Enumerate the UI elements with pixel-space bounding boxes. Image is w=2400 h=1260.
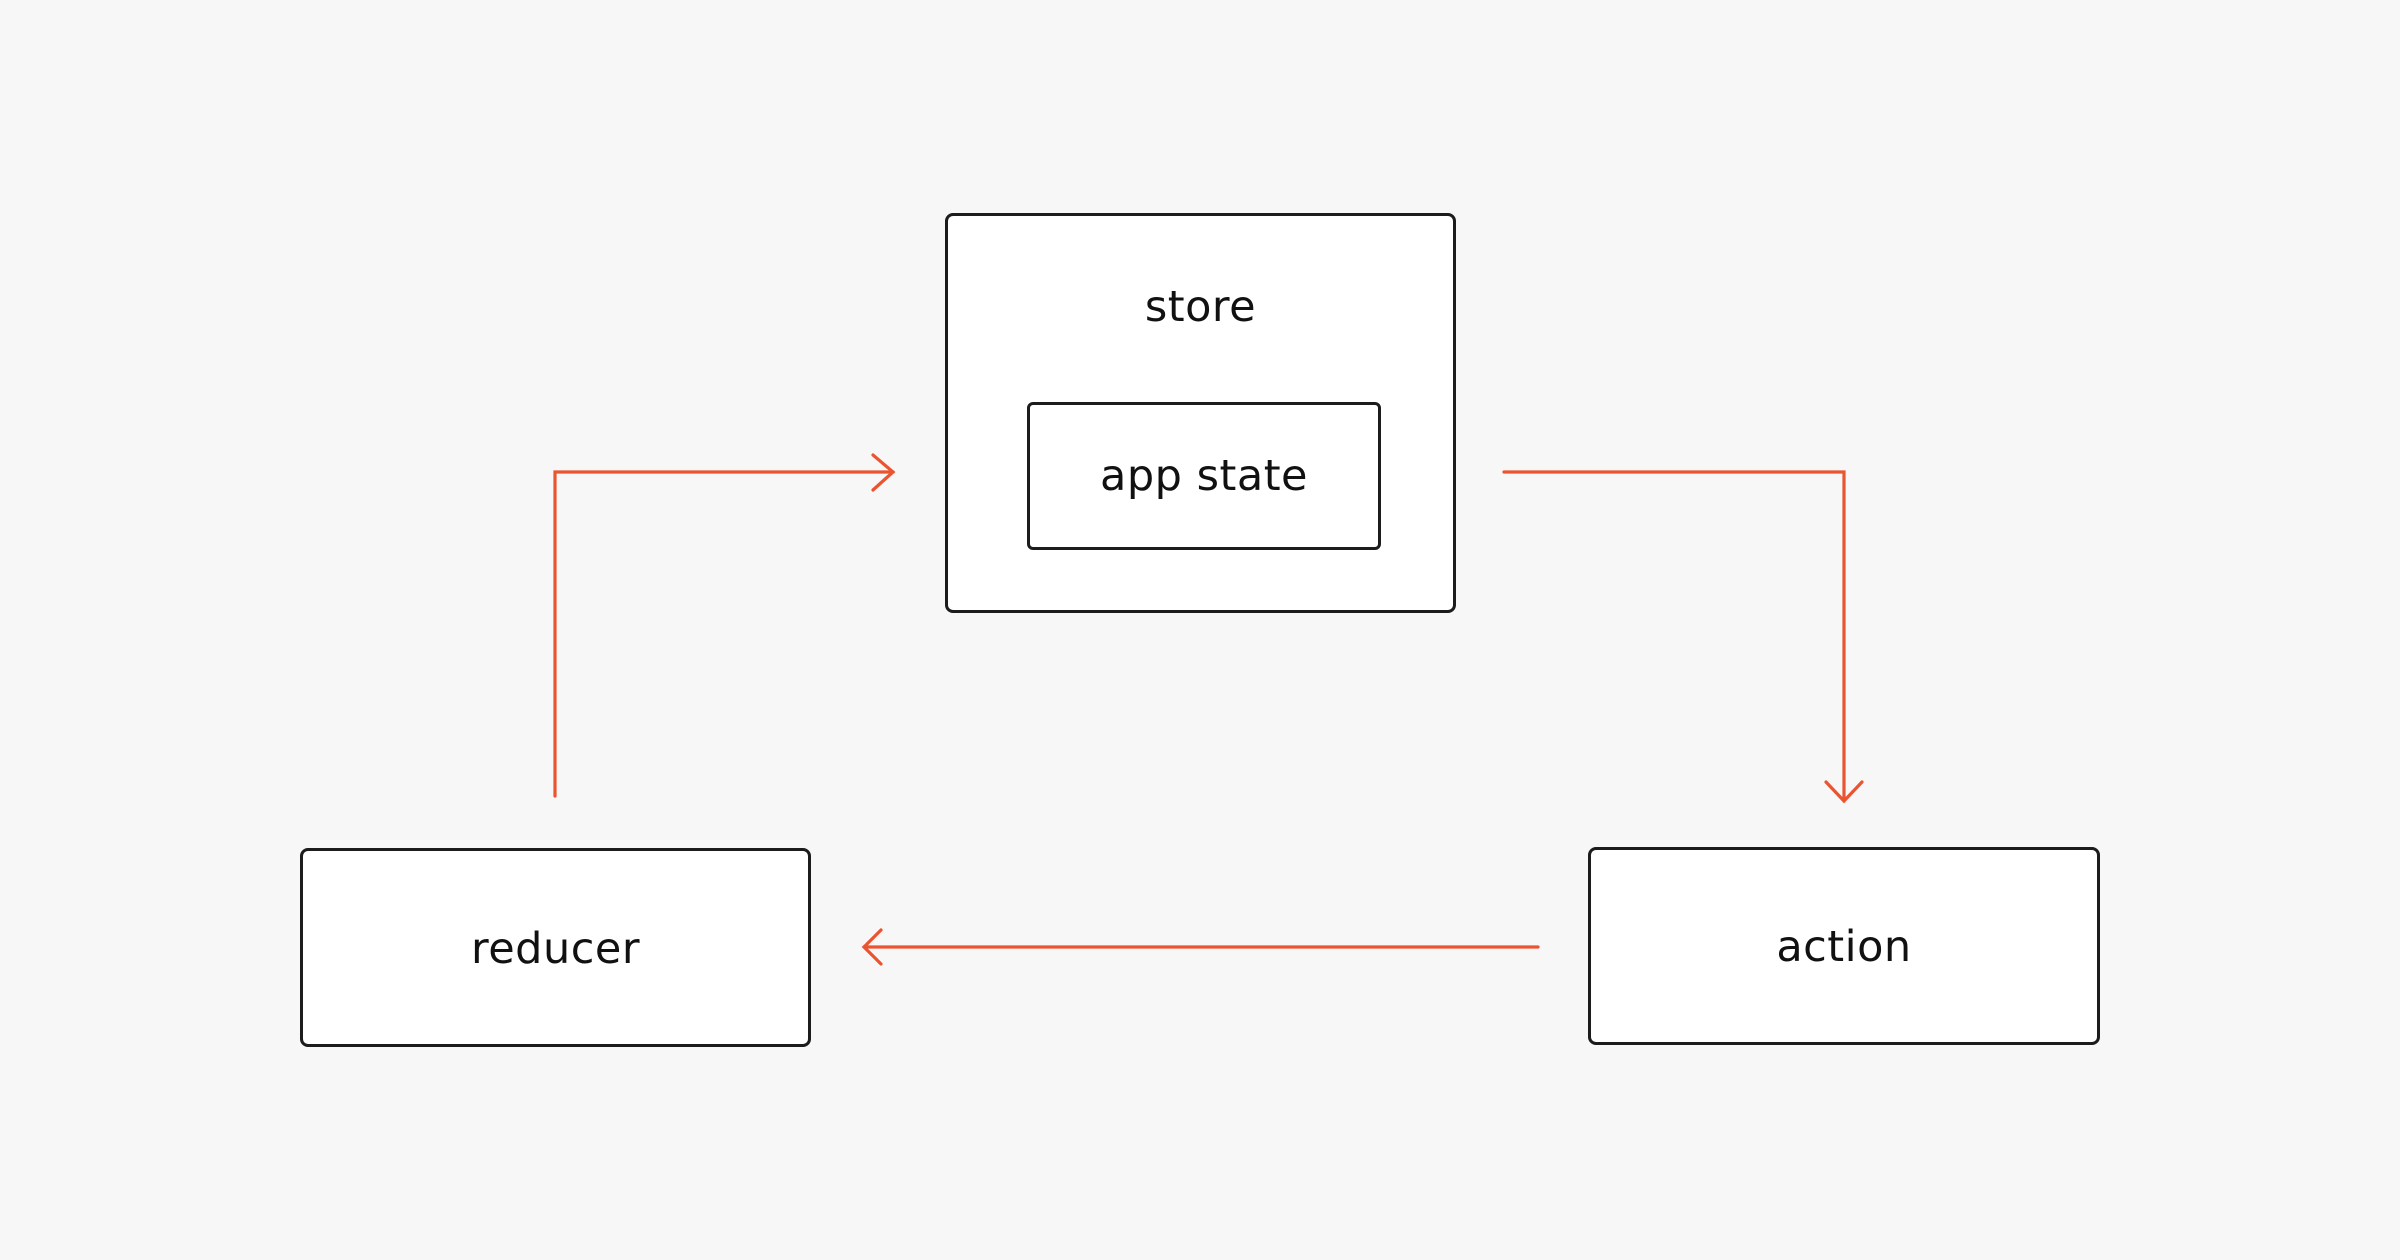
reducer-label: reducer <box>470 924 640 974</box>
action-box: action <box>1588 847 2100 1045</box>
store-label: store <box>1144 282 1257 332</box>
arrow-reducer-to-store-head <box>871 453 896 492</box>
arrow-reducer-to-store <box>553 470 895 798</box>
arrow-store-to-action <box>1502 470 1846 803</box>
arrow-action-to-reducer-head <box>861 928 883 966</box>
store-box: store app state <box>945 213 1456 613</box>
app-state-box: app state <box>1027 402 1381 550</box>
app-state-label: app state <box>1099 451 1309 501</box>
arrow-store-to-action-head <box>1824 780 1864 804</box>
reducer-box: reducer <box>300 848 811 1047</box>
action-label: action <box>1776 922 1912 972</box>
